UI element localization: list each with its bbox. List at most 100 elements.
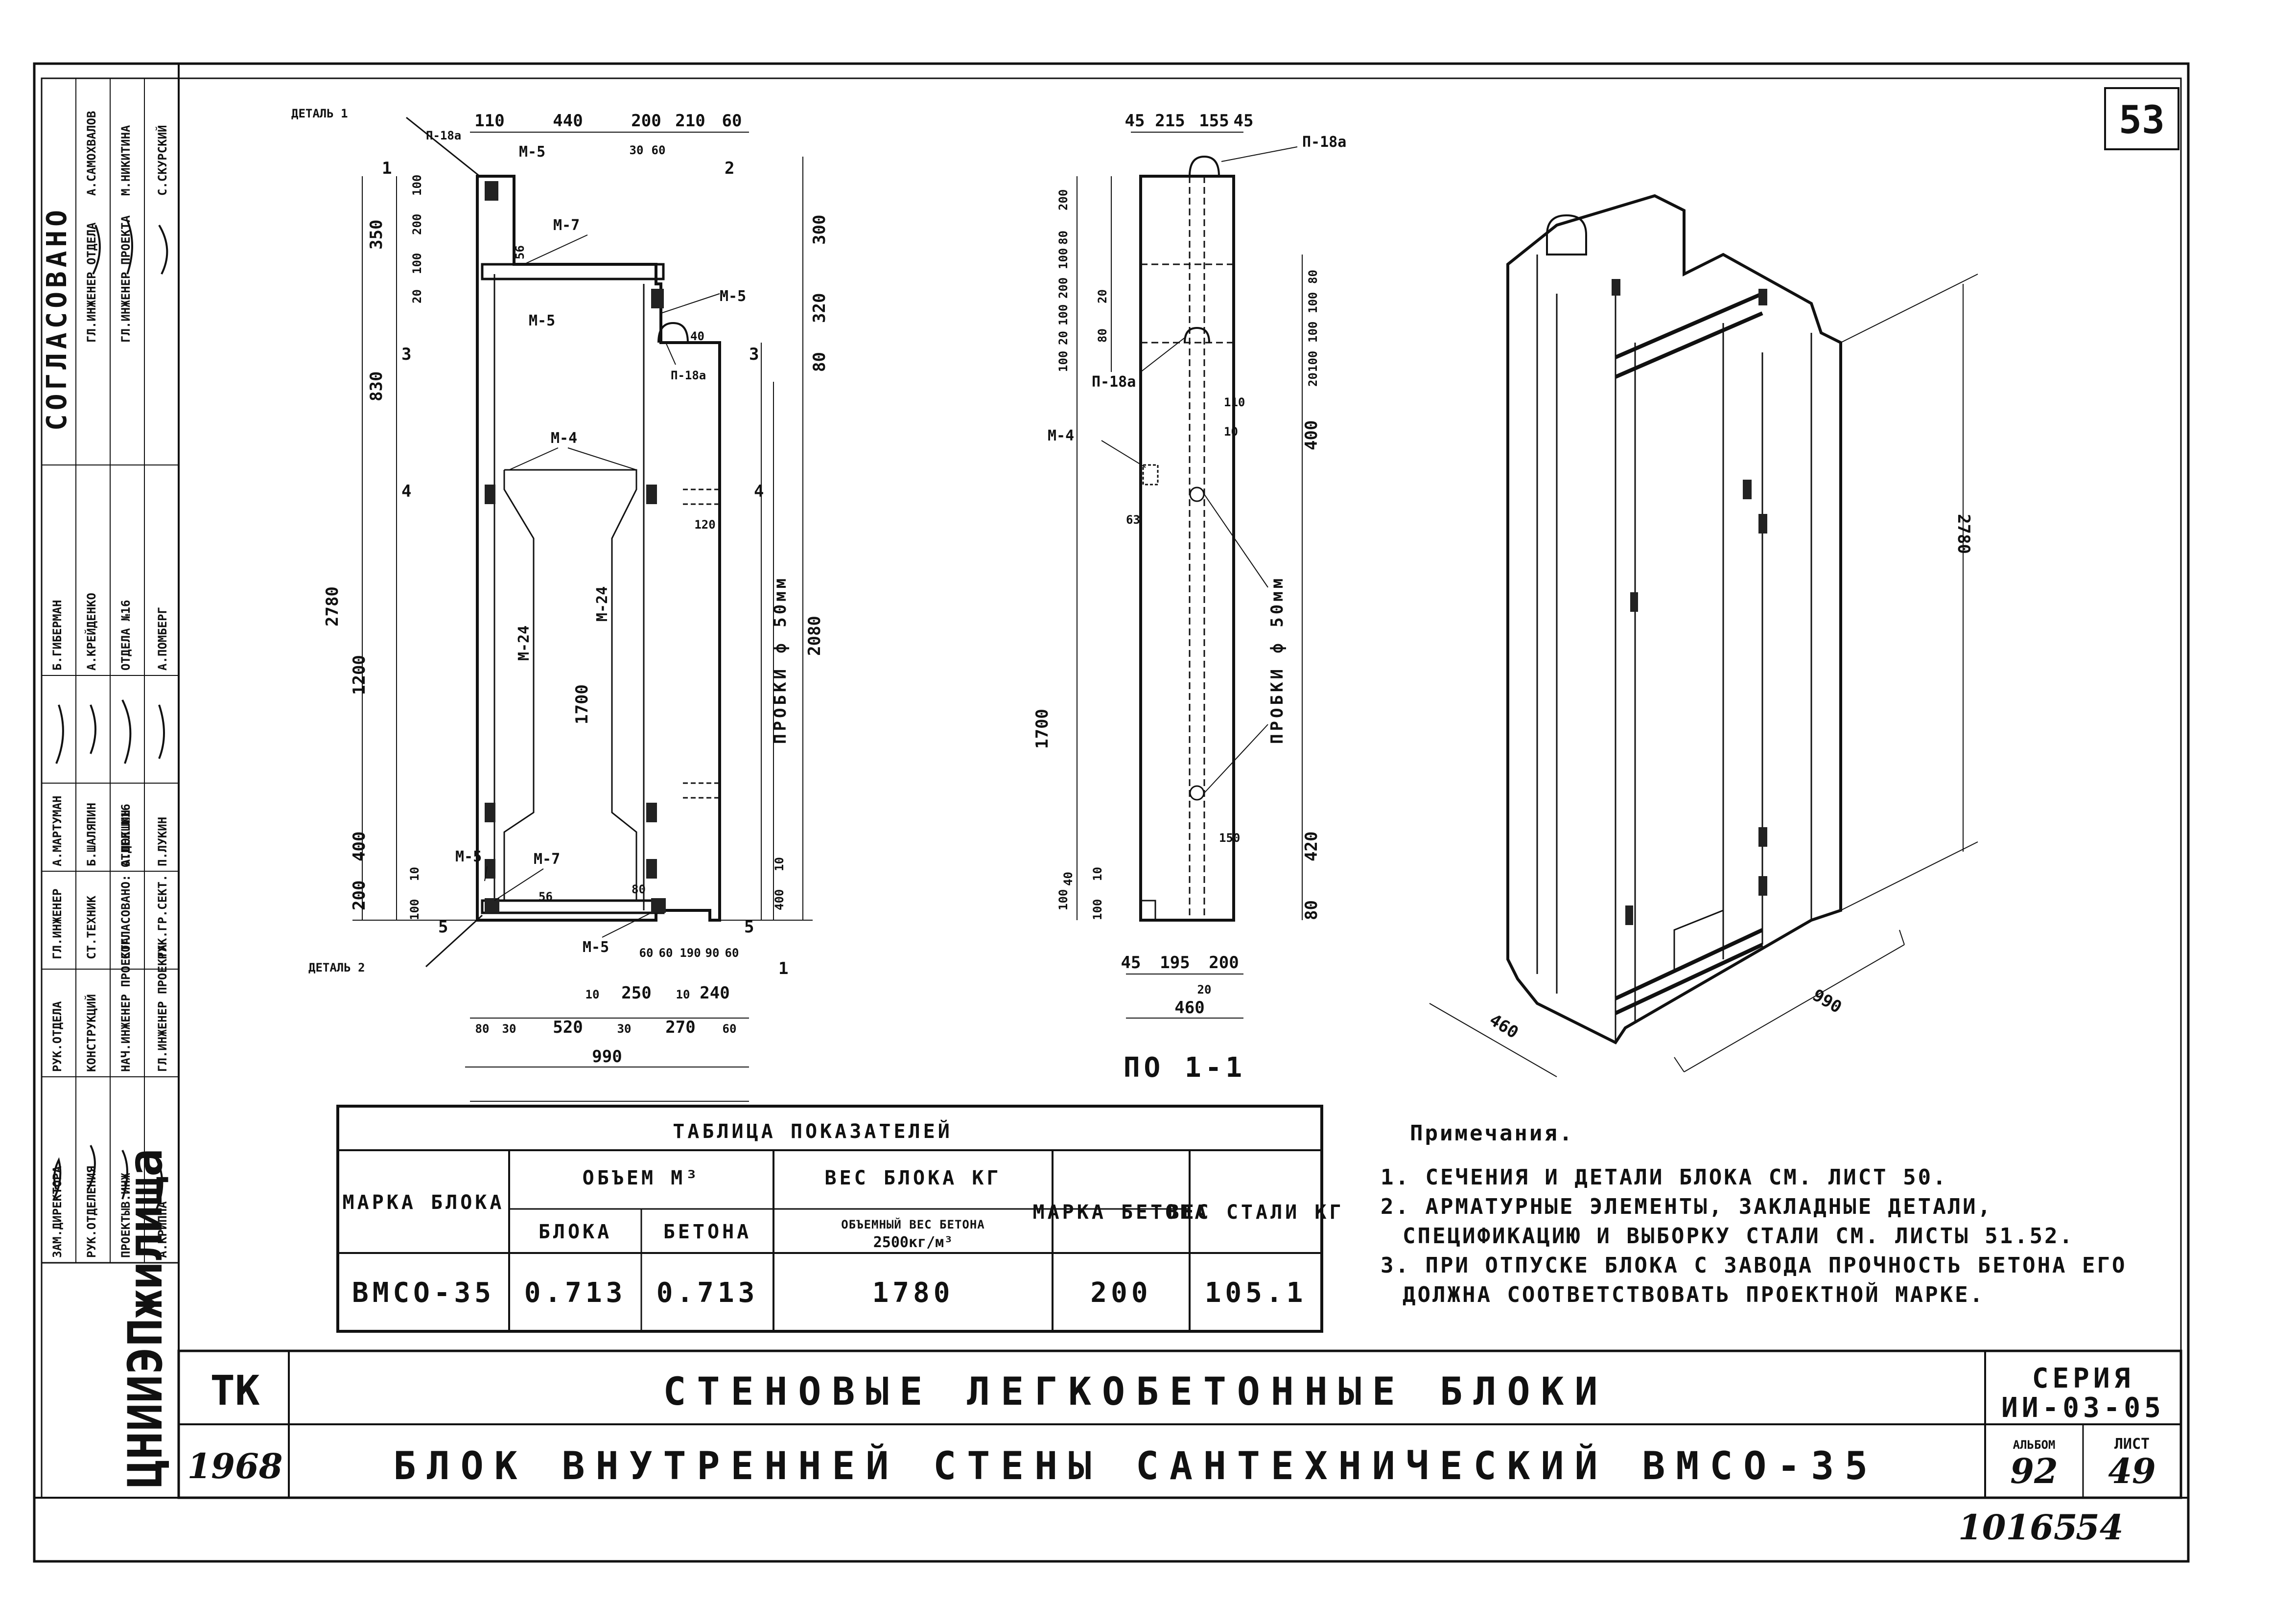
approval-header: СОГЛАСОВАНО (41, 206, 73, 431)
probka-circle (1189, 785, 1205, 801)
dim-text: 20 (1096, 289, 1109, 303)
tag: М-24 (594, 586, 611, 622)
dim-text: 200 (1056, 189, 1070, 210)
dim-text: 100 (1306, 351, 1320, 372)
approval-text: СТ.ТЕХНИК (85, 895, 98, 959)
section-m4 (1142, 464, 1159, 486)
embedded-part (485, 898, 499, 913)
overall-width: 990 (592, 1047, 622, 1067)
dim-text: 20 (1056, 331, 1070, 345)
dim-text: 20 (1306, 372, 1320, 387)
tag: П-18а (426, 129, 461, 142)
tag: М-7 (534, 851, 560, 868)
approval-text: П.ЛУКИН (156, 817, 169, 866)
archive-page: 54 (2076, 1507, 2123, 1548)
probki-label: ПРОБКИ ф 50мм (1267, 576, 1287, 744)
section-mark: 2 (725, 159, 734, 178)
embedded-part (646, 485, 657, 504)
approval-text: ГЛ.ИНЖЕНЕР ПРОЕКТА (119, 215, 133, 343)
dim-text: 195 (1160, 953, 1190, 973)
small-dim: 110 (1224, 395, 1245, 409)
dim-text: 30 (630, 143, 644, 157)
iso-part (1625, 905, 1633, 925)
tag: М-7 (553, 217, 580, 234)
dim-text: 80 (1096, 328, 1109, 343)
dim-text: 270 (665, 1018, 695, 1037)
section-notch (1141, 900, 1156, 920)
notes-title: Примечания. (1410, 1121, 1574, 1146)
dim-text: 60 (725, 946, 739, 960)
approval-text: ГЛ.ИНЖЕНЕР ОТДЕЛА (85, 222, 98, 343)
tag: М-5 (720, 288, 746, 305)
dim-text: 100 (1306, 292, 1320, 313)
dim-text: 100 (1056, 248, 1070, 269)
front-view: ДЕТАЛЬ 1 ДЕТАЛЬ 2 110 440 200 210 60 30 … (291, 107, 829, 1102)
dim-text: 200 (1056, 278, 1070, 299)
dim-text: 215 (1155, 111, 1185, 131)
iso-part (1758, 876, 1767, 896)
small-dim: 40 (690, 329, 704, 343)
org-name: ЦНИИЭПжилища (118, 1148, 173, 1488)
section-mark: 1 (382, 159, 392, 178)
table-h-volume: ОБЪЕМ М³ (583, 1167, 701, 1189)
signature (92, 220, 168, 275)
approval-text: ОТДЕЛА №16 (119, 600, 133, 671)
embedded-part (646, 803, 657, 822)
table-h-steel: ВЕС СТАЛИ КГ (1168, 1201, 1344, 1224)
section-p18a-top (1189, 155, 1220, 177)
table-cell-concrete-mark: 200 (1090, 1277, 1151, 1309)
approval-text: ЗАМ.ДИРЕКТОРА (50, 1166, 64, 1258)
leader (1204, 494, 1268, 793)
dim-text: 60 (659, 946, 673, 960)
section-mark: 4 (401, 482, 411, 501)
notes: Примечания. 1. СЕЧЕНИЯ И ДЕТАЛИ БЛОКА СМ… (1381, 1121, 2125, 1307)
iso-outline (1506, 194, 1842, 1044)
dim-text: 400 (1302, 420, 1321, 450)
leader (1140, 337, 1185, 372)
dim-text: 400 (773, 889, 786, 910)
dim-text: 520 (553, 1018, 583, 1037)
small-dim: 40 (1061, 872, 1075, 886)
approval-text: А.МАРТУМАН (50, 796, 64, 867)
probki-label: ПРОБКИ ф 50мм (771, 576, 790, 744)
section-mark: 5 (744, 917, 754, 937)
dim-text: 80 (1302, 900, 1321, 920)
dim-text: 300 (810, 215, 829, 245)
title-sub: БЛОК ВНУТРЕННЕЙ СТЕНЫ САНТЕХНИЧЕСКИЙ ВМС… (393, 1443, 1878, 1488)
iso-band-top (1615, 292, 1763, 379)
dim-text: 80 (1056, 231, 1070, 245)
dim-text: 200 (410, 214, 424, 235)
embedded-part (485, 485, 495, 504)
iso-band-bottom (1615, 928, 1763, 1015)
album-label: АЛЬБОМ (2013, 1438, 2056, 1452)
table-h-weight-sub1: ОБЪЕМНЫЙ ВЕС БЕТОНА (841, 1217, 985, 1231)
note-line: ДОЛЖНА СООТВЕТСТВОВАТЬ ПРОЕКТНОЙ МАРКЕ. (1403, 1281, 1985, 1307)
tag: М-5 (583, 939, 609, 956)
table-h-mark: МАРКА БЛОКА (343, 1191, 505, 1214)
dim-text: 80 (1306, 270, 1320, 284)
overall-height: 2780 (323, 586, 342, 626)
album-value: 92 (2010, 1451, 2058, 1491)
dim-text: 45 (1125, 111, 1145, 131)
dim-text: 10 (586, 988, 600, 1001)
dim-text: 240 (700, 983, 729, 1003)
iso-dim-length-label: 990 (1809, 985, 1845, 1017)
embedded-part (651, 289, 664, 308)
detail1-leader (406, 116, 480, 177)
iso-dim-depth-label: 460 (1486, 1010, 1522, 1043)
leader (1221, 146, 1298, 162)
section-mark: 5 (438, 917, 448, 937)
detail2-label: ДЕТАЛЬ 2 (308, 961, 365, 974)
approval-texts: ЗАМ.ДИРЕКТОРА ГЛ.ИНЖЕНЕР А.МАРТУМАН РУК.… (50, 111, 169, 1258)
dim-text: 100 (1056, 304, 1070, 325)
dim-text: 250 (621, 983, 651, 1003)
approval-text: А.ЛОКШИН (119, 810, 133, 866)
section-tag-top: П-18а (1302, 134, 1346, 151)
title-year: 1968 (187, 1446, 283, 1486)
approval-text: РУК.ОТДЕЛА (50, 1001, 64, 1072)
probka-circle (1189, 487, 1205, 502)
dim-text: 60 (639, 946, 654, 960)
note-line: 1. СЕЧЕНИЯ И ДЕТАЛИ БЛОКА СМ. ЛИСТ 50. (1381, 1165, 1948, 1190)
table-cell-steel: 105.1 (1205, 1277, 1307, 1309)
small-dim: 56 (539, 890, 553, 904)
